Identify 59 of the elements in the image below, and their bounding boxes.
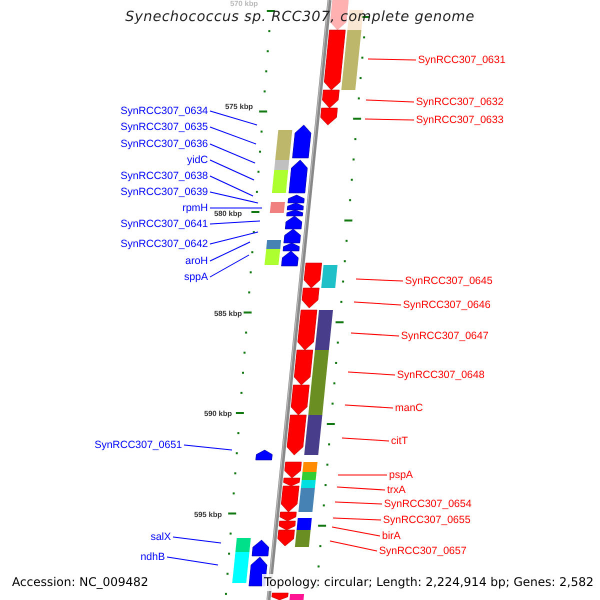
gene-label: SynRCC307_0651 [94, 439, 182, 451]
gene-label: pspA [389, 469, 413, 481]
leader-line [350, 332, 400, 336]
gene-label: SynRCC307_0633 [416, 114, 504, 126]
leader-line [210, 176, 254, 196]
leader-line [332, 518, 382, 520]
leader-line [354, 302, 402, 306]
gene-label: SynRCC307_0639 [120, 186, 208, 198]
gene-label: SynRCC307_0631 [418, 54, 506, 66]
gene-label: SynRCC307_0636 [120, 138, 208, 150]
gene-label: SynRCC307_0646 [403, 299, 491, 311]
gene-label: SynRCC307_0632 [416, 96, 504, 108]
gene-label: sppA [184, 271, 208, 283]
leader-line [348, 372, 396, 376]
leader-line [184, 444, 232, 450]
leader-line [210, 220, 260, 224]
gene-label: SynRCC307_0634 [120, 105, 208, 117]
gene-label: SynRCC307_0645 [405, 275, 493, 287]
gene-label: SynRCC307_0647 [401, 330, 489, 342]
leader-line [344, 404, 394, 408]
leader-line [210, 160, 254, 180]
gene-label: SynRCC307_0635 [120, 121, 208, 133]
leader-line [210, 242, 250, 262]
gene-label: SynRCC307_0655 [383, 514, 471, 526]
leader-line [338, 474, 388, 476]
leader-line [210, 232, 258, 244]
gene-label: SynRCC307_0657 [379, 545, 467, 557]
gene-label: SynRCC307_0642 [120, 238, 208, 250]
gene-label: salX [150, 531, 171, 543]
gene-label: SynRCC307_0648 [397, 369, 485, 381]
leader-line [336, 486, 386, 490]
gene-label: ndhB [140, 551, 165, 563]
leader-line [210, 126, 256, 144]
leader-line [166, 556, 218, 566]
gene-label: yidC [186, 154, 208, 166]
leader-line [368, 58, 416, 60]
gene-label: rpmH [182, 202, 208, 214]
leader-line [332, 526, 380, 536]
genome-info-text: Accession: NC_009482 [11, 574, 150, 591]
leader-line [366, 100, 414, 102]
gene-label: birA [382, 530, 401, 542]
leader-line [172, 536, 222, 544]
leader-line [342, 438, 390, 442]
gene-label: aroH [185, 255, 208, 267]
gene-label: manC [395, 402, 424, 414]
leader-line [364, 118, 414, 120]
gene-label: SynRCC307_0641 [120, 218, 208, 230]
gene-label: SynRCC307_0638 [120, 170, 208, 182]
gene-label: trxA [387, 484, 406, 496]
diagram-title: Synechococcus sp. RCC307, complete genome [124, 9, 476, 25]
leader-line [356, 278, 404, 282]
gene-label: citT [391, 435, 408, 447]
leader-line [334, 502, 382, 504]
leader-line [210, 254, 250, 278]
leader-line [210, 110, 258, 126]
gene-label: SynRCC307_0654 [384, 498, 472, 510]
leader-line [330, 540, 378, 552]
leader-line [210, 144, 256, 164]
leader-line [210, 192, 258, 204]
